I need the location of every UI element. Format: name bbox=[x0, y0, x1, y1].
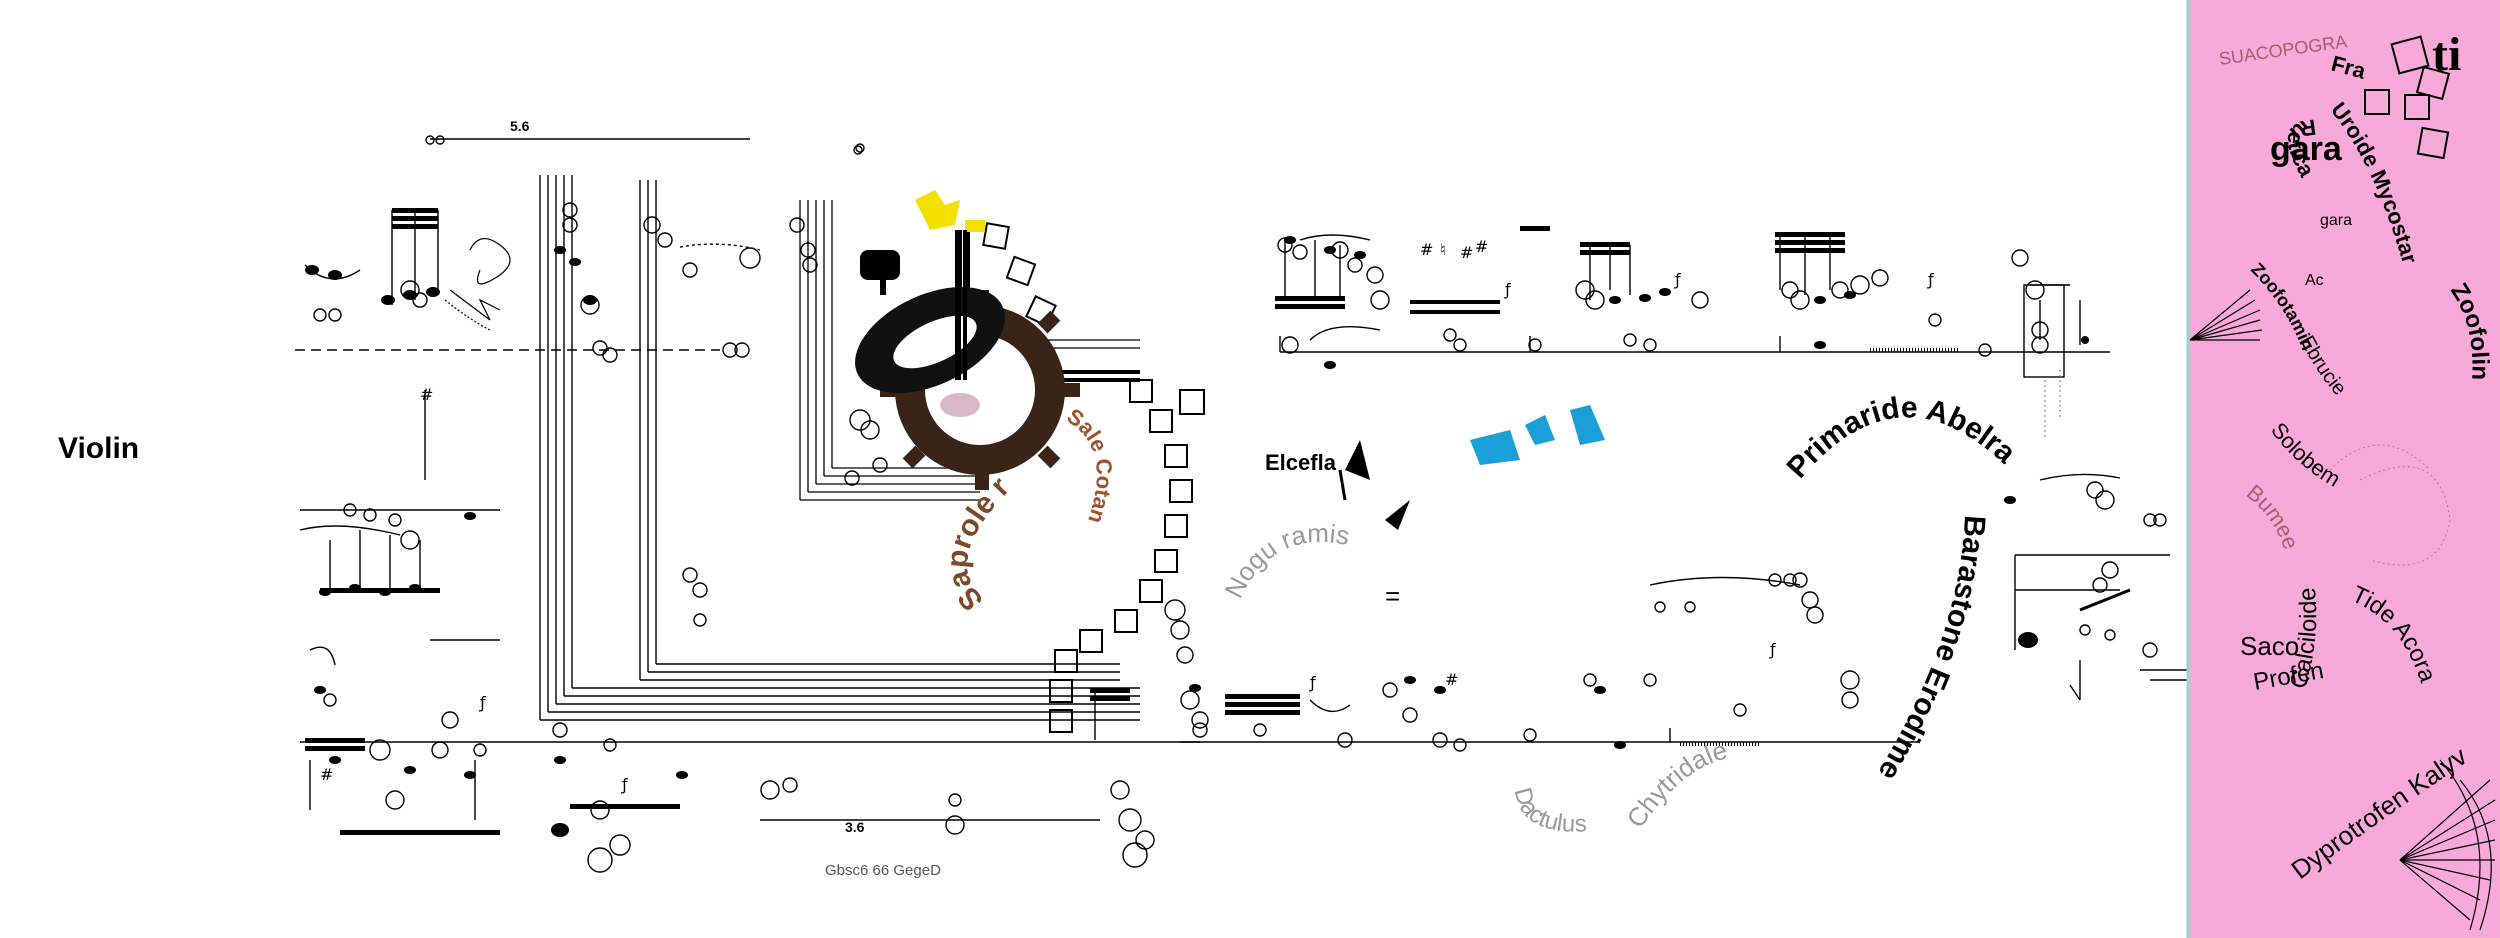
svg-text:ƒ: ƒ bbox=[478, 693, 486, 712]
heavy-bars bbox=[860, 230, 967, 380]
staff-group-right-upper bbox=[1279, 284, 2110, 378]
staff-group-right-lower bbox=[1180, 554, 2250, 743]
panel-letter: gara bbox=[2270, 130, 2343, 168]
word-nogu-ramis: Nogu ramis bbox=[1218, 518, 1351, 603]
svg-text:Sale Cotan: Sale Cotan bbox=[1063, 403, 1118, 526]
svg-text:Ac: Ac bbox=[2305, 272, 2324, 289]
panel-words: SUACOPOGRA Fra Uroide Mycostar Ruetica g… bbox=[0, 0, 2494, 885]
svg-text:Saprole ra. Bern: Saprole ra. Bern bbox=[0, 0, 1016, 617]
tempo-marks: 5.6 3.6 bbox=[510, 118, 865, 835]
panel-boxes bbox=[2364, 35, 2451, 160]
svg-text:#: # bbox=[1420, 240, 1433, 259]
tempo-mark-top: 5.6 bbox=[510, 118, 530, 134]
svg-text:♮: ♮ bbox=[1440, 240, 1446, 259]
hollow-noteheads bbox=[313, 135, 2167, 873]
fan-graphic-top bbox=[2189, 289, 2263, 341]
svg-text:#: # bbox=[320, 765, 333, 784]
tempo-mark-bottom: 3.6 bbox=[845, 819, 865, 835]
svg-text:#: # bbox=[420, 385, 433, 404]
slurs bbox=[299, 234, 2121, 713]
svg-text:#: # bbox=[1475, 237, 1488, 256]
word-saprole: Saprole ra. Bern bbox=[0, 0, 1016, 617]
word-barastone: Barastone Erodime bbox=[1872, 514, 1992, 786]
hatched-strokes bbox=[1680, 348, 1960, 746]
word-chytridale: Chytridale bbox=[1620, 735, 1730, 834]
accidental-marks: # # ♮ # # # # ƒ ƒ ƒ ƒ ƒ ƒ ƒ bbox=[320, 237, 1934, 794]
staff-group-left bbox=[295, 138, 1200, 821]
triangle-marks bbox=[1338, 440, 1410, 530]
bottom-score-text: Gbsc6 66 GegeD bbox=[825, 862, 941, 879]
boxed-glyph-chain bbox=[982, 222, 1205, 733]
dotted-strokes bbox=[2044, 370, 2061, 440]
equals-mark: = bbox=[1385, 581, 1400, 611]
spiral-dots bbox=[2329, 444, 2451, 566]
note-stems bbox=[309, 210, 2081, 820]
svg-text:Elcefla: Elcefla bbox=[1265, 450, 1337, 475]
svg-text:#: # bbox=[1445, 670, 1458, 689]
panel-glyph-large: ti bbox=[2432, 28, 2461, 81]
side-panel bbox=[2188, 0, 2500, 938]
svg-text:ƒ: ƒ bbox=[1673, 270, 1681, 289]
svg-text:ƒ: ƒ bbox=[1768, 640, 1776, 659]
svg-text:Nogu ramis: Nogu ramis bbox=[1218, 518, 1351, 603]
blue-marks bbox=[1470, 405, 1605, 465]
word-sale-cotan: Sale Cotan bbox=[1063, 403, 1118, 526]
svg-text:Barastone Erodime: Barastone Erodime bbox=[1872, 514, 1992, 786]
svg-text:Saco: Saco bbox=[2240, 631, 2299, 661]
word-dactulus: Dactulus bbox=[1509, 785, 1588, 838]
svg-text:ƒ: ƒ bbox=[620, 775, 628, 794]
svg-text:ƒ: ƒ bbox=[1926, 270, 1934, 289]
svg-text:#: # bbox=[1460, 243, 1473, 262]
fan-graphic-bottom bbox=[2399, 759, 2496, 931]
svg-text:ƒ: ƒ bbox=[1503, 280, 1511, 299]
ornament-glyph bbox=[444, 238, 511, 331]
instrument-label: Violin bbox=[58, 432, 140, 465]
gear-icon bbox=[855, 287, 1080, 490]
yellow-mark bbox=[915, 190, 985, 232]
svg-text:Chytridale: Chytridale bbox=[1620, 735, 1730, 834]
svg-text:ƒ: ƒ bbox=[1308, 673, 1316, 692]
svg-text:Dactulus: Dactulus bbox=[1509, 785, 1588, 838]
word-elcefla: Elcefla bbox=[1265, 450, 1337, 475]
beam-marks bbox=[305, 208, 1845, 835]
svg-text:gara: gara bbox=[2320, 212, 2352, 229]
